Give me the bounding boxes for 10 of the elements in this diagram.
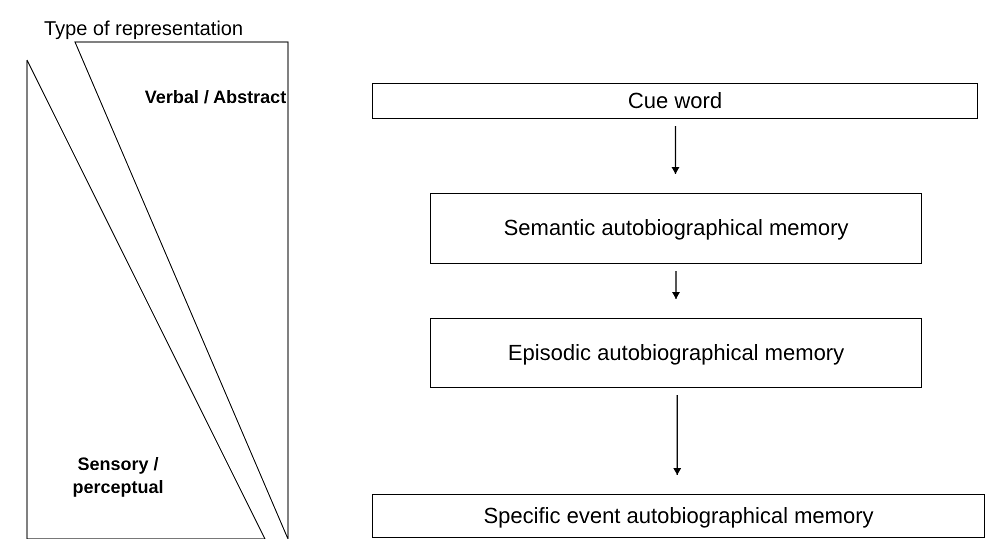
process-box: Semantic autobiographical memory — [430, 193, 922, 264]
arrow — [672, 126, 680, 174]
process-box: Specific event autobiographical memory — [372, 494, 985, 538]
arrow — [672, 271, 680, 299]
wedge-label: Sensory / perceptual — [71, 453, 165, 500]
diagram-title: Type of representation — [44, 18, 244, 41]
process-box: Episodic autobiographical memory — [430, 318, 922, 388]
arrow — [673, 395, 682, 475]
wedge-label: Verbal / Abstract — [144, 86, 288, 109]
process-box: Cue word — [372, 83, 978, 119]
